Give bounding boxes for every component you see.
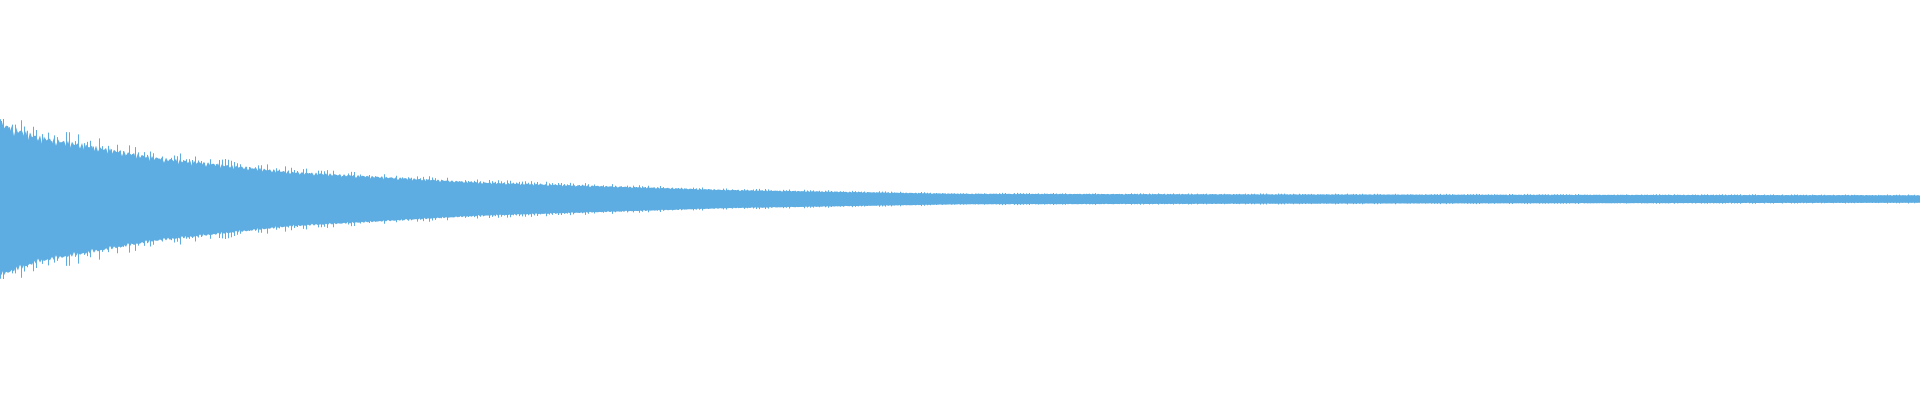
waveform-bars [0, 119, 1920, 279]
